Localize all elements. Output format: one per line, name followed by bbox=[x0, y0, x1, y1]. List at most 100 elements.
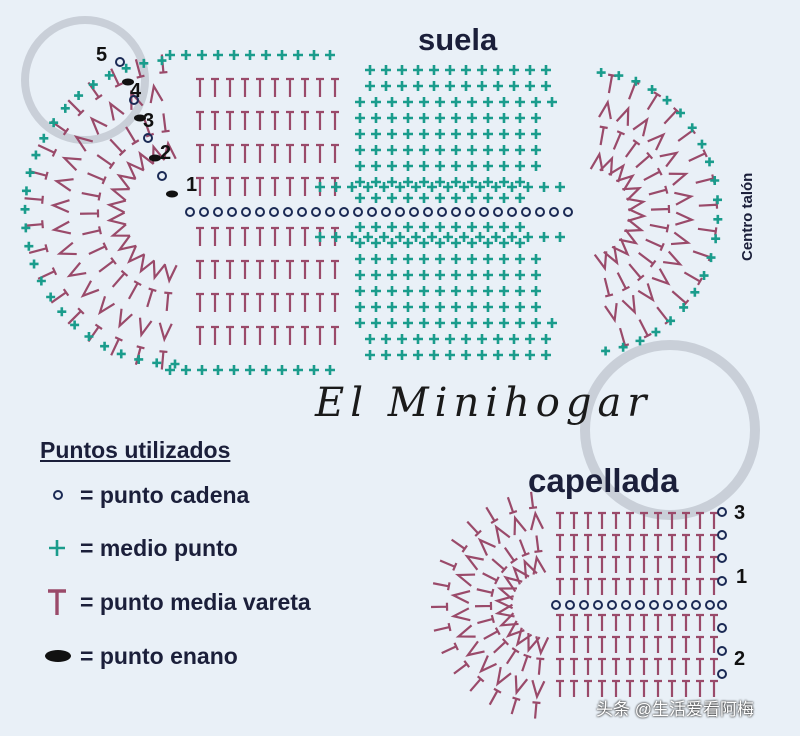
half-double-mark bbox=[697, 227, 718, 236]
increase-mark bbox=[80, 280, 100, 298]
half-double-mark bbox=[469, 675, 485, 692]
half-double-stroke bbox=[612, 533, 620, 551]
single-crochet-mark bbox=[411, 232, 421, 242]
half-double-stroke bbox=[584, 679, 592, 697]
chain-stitch-mark bbox=[717, 507, 727, 517]
single-crochet-mark bbox=[445, 350, 455, 360]
half-double-mark bbox=[682, 577, 690, 595]
single-crochet-mark bbox=[541, 65, 551, 75]
half-double-stroke bbox=[626, 679, 634, 697]
single-crochet-mark bbox=[397, 334, 407, 344]
half-double-stroke bbox=[256, 292, 264, 312]
single-crochet-mark bbox=[635, 336, 645, 346]
single-crochet-mark bbox=[427, 232, 437, 242]
half-double-mark bbox=[556, 635, 564, 653]
half-double-mark bbox=[584, 577, 592, 595]
half-double-mark bbox=[79, 209, 100, 218]
half-double-mark bbox=[226, 259, 234, 279]
half-double-mark bbox=[256, 226, 264, 246]
half-double-mark bbox=[96, 154, 116, 170]
half-double-mark bbox=[485, 506, 499, 525]
increase-stroke bbox=[675, 211, 695, 226]
half-double-stroke bbox=[612, 130, 625, 150]
slip-stitch-mark bbox=[149, 154, 161, 162]
half-double-stroke bbox=[331, 325, 339, 345]
increase-mark bbox=[608, 163, 626, 183]
half-double-mark bbox=[316, 77, 324, 97]
half-double-mark bbox=[663, 106, 681, 125]
single-crochet-mark bbox=[277, 50, 287, 60]
half-double-stroke bbox=[316, 259, 324, 279]
half-double-mark bbox=[598, 635, 606, 653]
single-crochet-mark bbox=[467, 129, 477, 139]
chain-stitch-mark bbox=[325, 207, 335, 217]
single-crochet-mark bbox=[419, 145, 429, 155]
half-double-stroke bbox=[518, 539, 530, 558]
half-double-mark bbox=[598, 577, 606, 595]
single-crochet-icon bbox=[40, 533, 74, 563]
chain-stitch-mark bbox=[227, 207, 237, 217]
single-crochet-mark bbox=[531, 286, 541, 296]
half-double-stroke bbox=[196, 143, 204, 163]
single-crochet-mark bbox=[531, 254, 541, 264]
single-crochet-mark bbox=[413, 81, 423, 91]
increase-stroke bbox=[505, 620, 525, 638]
single-crochet-mark bbox=[197, 50, 207, 60]
sole-row-number: 5 bbox=[96, 44, 108, 66]
half-double-mark bbox=[196, 259, 204, 279]
single-crochet-mark bbox=[531, 113, 541, 123]
single-crochet-mark bbox=[509, 334, 519, 344]
half-double-mark bbox=[241, 110, 249, 130]
half-double-stroke bbox=[476, 588, 495, 597]
chain-stitch-mark bbox=[339, 207, 349, 217]
single-crochet-mark bbox=[435, 129, 445, 139]
increase-mark bbox=[530, 510, 545, 531]
half-double-stroke bbox=[503, 547, 518, 564]
half-double-stroke bbox=[159, 350, 168, 370]
half-double-mark bbox=[271, 325, 279, 345]
increase-mark bbox=[149, 83, 164, 104]
half-double-mark bbox=[211, 176, 219, 196]
single-crochet-mark bbox=[467, 286, 477, 296]
half-double-mark bbox=[640, 577, 648, 595]
chain-stitch-mark bbox=[493, 207, 503, 217]
increase-mark bbox=[624, 218, 645, 232]
half-double-stroke bbox=[640, 511, 648, 529]
single-crochet-mark bbox=[499, 222, 509, 232]
single-crochet-mark bbox=[403, 254, 413, 264]
single-crochet-mark bbox=[387, 193, 397, 203]
half-double-stroke bbox=[663, 106, 681, 125]
single-crochet-mark bbox=[499, 177, 509, 187]
half-double-stroke bbox=[616, 272, 630, 292]
single-crochet-mark bbox=[435, 286, 445, 296]
half-double-mark bbox=[692, 250, 713, 262]
single-crochet-mark bbox=[555, 232, 565, 242]
half-double-stroke bbox=[556, 555, 564, 573]
single-crochet-mark bbox=[467, 238, 477, 248]
single-crochet-mark bbox=[371, 318, 381, 328]
increase-stroke bbox=[532, 554, 547, 575]
half-double-mark bbox=[211, 143, 219, 163]
half-double-stroke bbox=[125, 126, 140, 146]
half-double-stroke bbox=[505, 647, 520, 665]
single-crochet-mark bbox=[21, 186, 31, 196]
half-double-stroke bbox=[612, 657, 620, 675]
single-crochet-mark bbox=[229, 365, 239, 375]
increase-mark bbox=[450, 590, 471, 605]
half-double-stroke bbox=[286, 259, 294, 279]
single-crochet-mark bbox=[429, 334, 439, 344]
single-crochet-mark bbox=[387, 145, 397, 155]
half-double-stroke bbox=[556, 613, 564, 631]
increase-stroke bbox=[632, 117, 649, 137]
half-double-stroke bbox=[710, 555, 718, 573]
chain-stitch-mark bbox=[635, 600, 645, 610]
single-crochet-mark bbox=[531, 161, 541, 171]
single-crochet-mark bbox=[387, 238, 397, 248]
single-crochet-mark bbox=[403, 286, 413, 296]
single-crochet-mark bbox=[29, 259, 39, 269]
increase-stroke bbox=[674, 191, 695, 206]
half-double-stroke bbox=[692, 250, 713, 262]
chain-stitch-mark bbox=[663, 600, 673, 610]
increase-mark bbox=[496, 666, 512, 687]
increase-stroke bbox=[464, 554, 484, 571]
